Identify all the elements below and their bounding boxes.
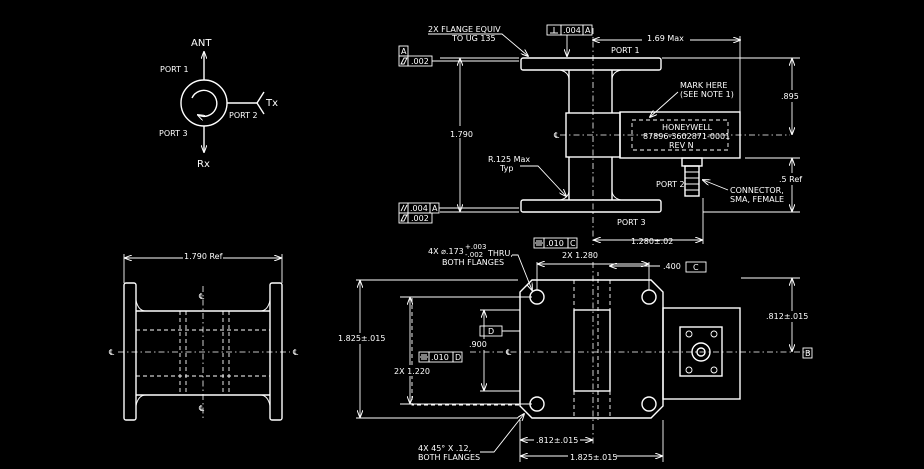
flat-tol-text: .002 [411, 57, 429, 66]
perp-tol-text: .004 [563, 26, 581, 35]
rx-label: Rx [197, 159, 210, 170]
connector-flange [662, 307, 741, 400]
side-cl-right: ℄ [293, 348, 299, 357]
top-port3-label: PORT 3 [617, 218, 646, 227]
connector-body [684, 165, 700, 197]
chamfer-flanges-text: BOTH FLANGES [418, 453, 480, 462]
holes-tol-plus: +.003 [465, 243, 486, 251]
connector-text: CONNECTOR, [730, 186, 784, 195]
holes-flanges-text: BOTH FLANGES [442, 258, 504, 267]
top-port1-label: PORT 1 [611, 46, 640, 55]
rev-text: REV N [669, 141, 694, 150]
mark-here-text: MARK HERE [680, 81, 727, 90]
perpendicularity-icon [550, 27, 558, 34]
radius-text: R.125 Max [488, 155, 530, 164]
flange-bottom [520, 199, 662, 213]
connector-type-text: SMA, FEMALE [730, 195, 784, 204]
flatness-icon [400, 57, 408, 65]
side-view: 1.790 Ref ℄ ℄ ℄ ℄ [109, 251, 299, 421]
side-cl-top: ℄ [199, 292, 205, 301]
datum-a-label: A [401, 47, 407, 56]
radius-typ-text: Typ [499, 164, 513, 173]
par-tol-text: .004 [410, 204, 428, 213]
mount-hole [529, 289, 545, 305]
spacing-text: 2X 1.280 [562, 251, 598, 260]
bottom-flange [519, 279, 664, 419]
part-number-text: 87896-3602871-0001 [643, 132, 730, 141]
sym-datum-text: C [570, 239, 576, 248]
bottom-width-text: 1.825±.015 [570, 453, 617, 462]
max-dim-text: 1.69 Max [647, 34, 684, 43]
sym-tol2-text: .010 [431, 353, 449, 362]
bottom-view: ℄ B 4X ⌀.173 +.003 -.002 THRU, BOTH FLAN… [336, 237, 813, 462]
thru-text: THRU, [487, 249, 513, 258]
par-datum-text: A [432, 204, 438, 213]
dim-400-text: .400 [663, 262, 681, 271]
symbol-port1-label: PORT 1 [160, 65, 189, 74]
symmetry-icon [535, 240, 543, 246]
datum-c-label: C [693, 263, 699, 272]
symbol-port3-label: PORT 3 [159, 129, 188, 138]
datum-d-label: D [488, 327, 494, 336]
circulator-circle [180, 79, 228, 127]
dim-895-text: .895 [781, 92, 799, 101]
dim-812-right-text: .812±.015 [766, 312, 808, 321]
sym-tol-text: .010 [546, 239, 564, 248]
sym-datum2-text: D [455, 353, 461, 362]
mount-hole [641, 396, 657, 412]
top-cl-symbol: ℄ [554, 131, 560, 140]
bottom-center-block [573, 309, 611, 392]
sma-flange [679, 326, 723, 377]
connector-base [681, 157, 703, 167]
circulator-direction-arrow [191, 89, 218, 116]
flange-top [520, 57, 662, 71]
chamfer-text: 4X 45° X .12, [418, 444, 471, 453]
flange-equiv-text: 2X FLANGE EQUIV [428, 25, 501, 34]
holes-tol-minus: -.002 [465, 251, 483, 259]
bottom-cl-symbol: ℄ [506, 348, 512, 357]
flat-tol2-text: .002 [411, 214, 429, 223]
parallelism-icon [400, 204, 408, 212]
datum-b-label: B [805, 349, 811, 358]
dim-1280-text: 1.280±.02 [631, 237, 673, 246]
ant-label: ANT [191, 38, 212, 49]
see-note-text: (SEE NOTE 1) [680, 90, 734, 99]
top-view: HONEYWELL 87896-3602871-0001 REV N ℄ 2X … [398, 24, 806, 246]
side-cl-left: ℄ [109, 348, 115, 357]
symbol-port2-label: PORT 2 [229, 111, 258, 120]
side-flange-right [269, 282, 283, 421]
dim-5ref-text: .5 Ref [779, 175, 802, 184]
flange-std-text: TO UG 135 [451, 34, 496, 43]
side-flange-left [123, 282, 137, 421]
spacing2-text: 2X 1.220 [394, 367, 430, 376]
bottom-height-text: 1.825±.015 [338, 334, 385, 343]
holes-text: 4X ⌀.173 [428, 247, 464, 256]
top-height-text: 1.790 [450, 130, 473, 139]
side-width-text: 1.790 Ref [184, 252, 223, 261]
brand-text: HONEYWELL [662, 123, 713, 132]
dim-812-bottom-text: .812±.015 [536, 436, 578, 445]
mount-hole [529, 396, 545, 412]
mount-hole [641, 289, 657, 305]
circulator-symbol: ANT PORT 1 Tx PORT 2 PORT 3 Rx [159, 38, 278, 170]
tx-label: Tx [265, 98, 278, 109]
perp-datum-text: A [585, 26, 591, 35]
side-cl-bottom: ℄ [199, 404, 205, 413]
dim-900-text: .900 [469, 340, 487, 349]
top-port2-label: PORT 2 [656, 180, 685, 189]
